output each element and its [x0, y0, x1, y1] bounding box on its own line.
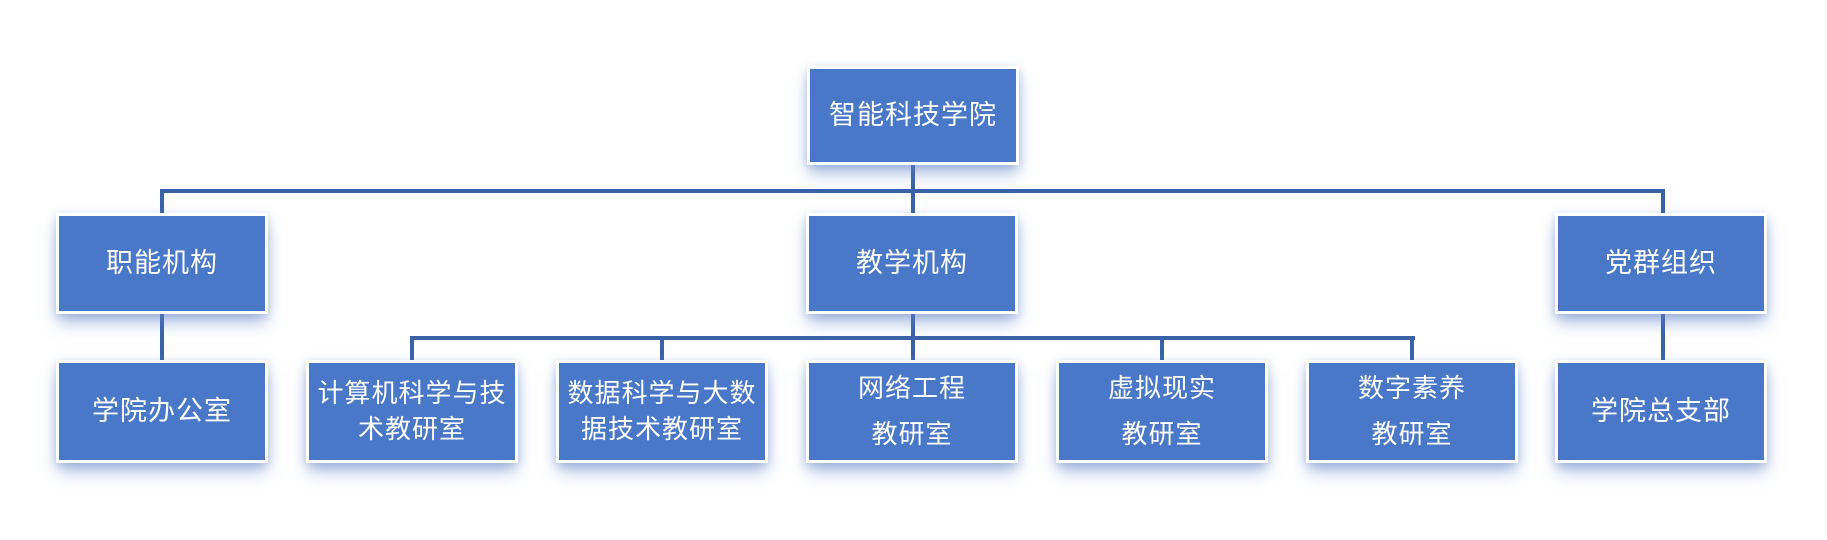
node-network-engineering-teaching-office[interactable]: 网络工程 教研室	[806, 360, 1018, 463]
connector-functional-child	[160, 314, 164, 360]
connector-drop-data-office	[660, 336, 664, 360]
node-vr-teaching-office[interactable]: 虚拟现实 教研室	[1056, 360, 1268, 463]
connector-drop-teaching	[911, 189, 915, 214]
node-college-office[interactable]: 学院办公室	[56, 360, 268, 463]
node-data-science-teaching-office[interactable]: 数据科学与大数 据技术教研室	[556, 360, 768, 463]
connector-drop-party	[1661, 189, 1665, 214]
node-teaching-orgs[interactable]: 教学机构	[806, 213, 1018, 314]
connector-drop-vr-office	[1160, 336, 1164, 360]
node-party-orgs[interactable]: 党群组织	[1555, 213, 1767, 314]
connector-drop-network-office	[911, 336, 915, 360]
node-cs-teaching-office[interactable]: 计算机科学与技 术教研室	[306, 360, 518, 463]
connector-drop-cs-office	[410, 336, 414, 360]
connector-root-stem	[911, 165, 915, 193]
connector-drop-functional	[160, 189, 164, 214]
node-functional-orgs[interactable]: 职能机构	[56, 213, 268, 314]
connector-party-child	[1661, 314, 1665, 360]
node-college[interactable]: 智能科技学院	[807, 66, 1019, 165]
connector-drop-digital-office	[1410, 336, 1414, 360]
node-college-party-branch[interactable]: 学院总支部	[1555, 360, 1767, 463]
connector-teaching-stem	[911, 314, 915, 340]
node-digital-literacy-teaching-office[interactable]: 数字素养 教研室	[1306, 360, 1518, 463]
